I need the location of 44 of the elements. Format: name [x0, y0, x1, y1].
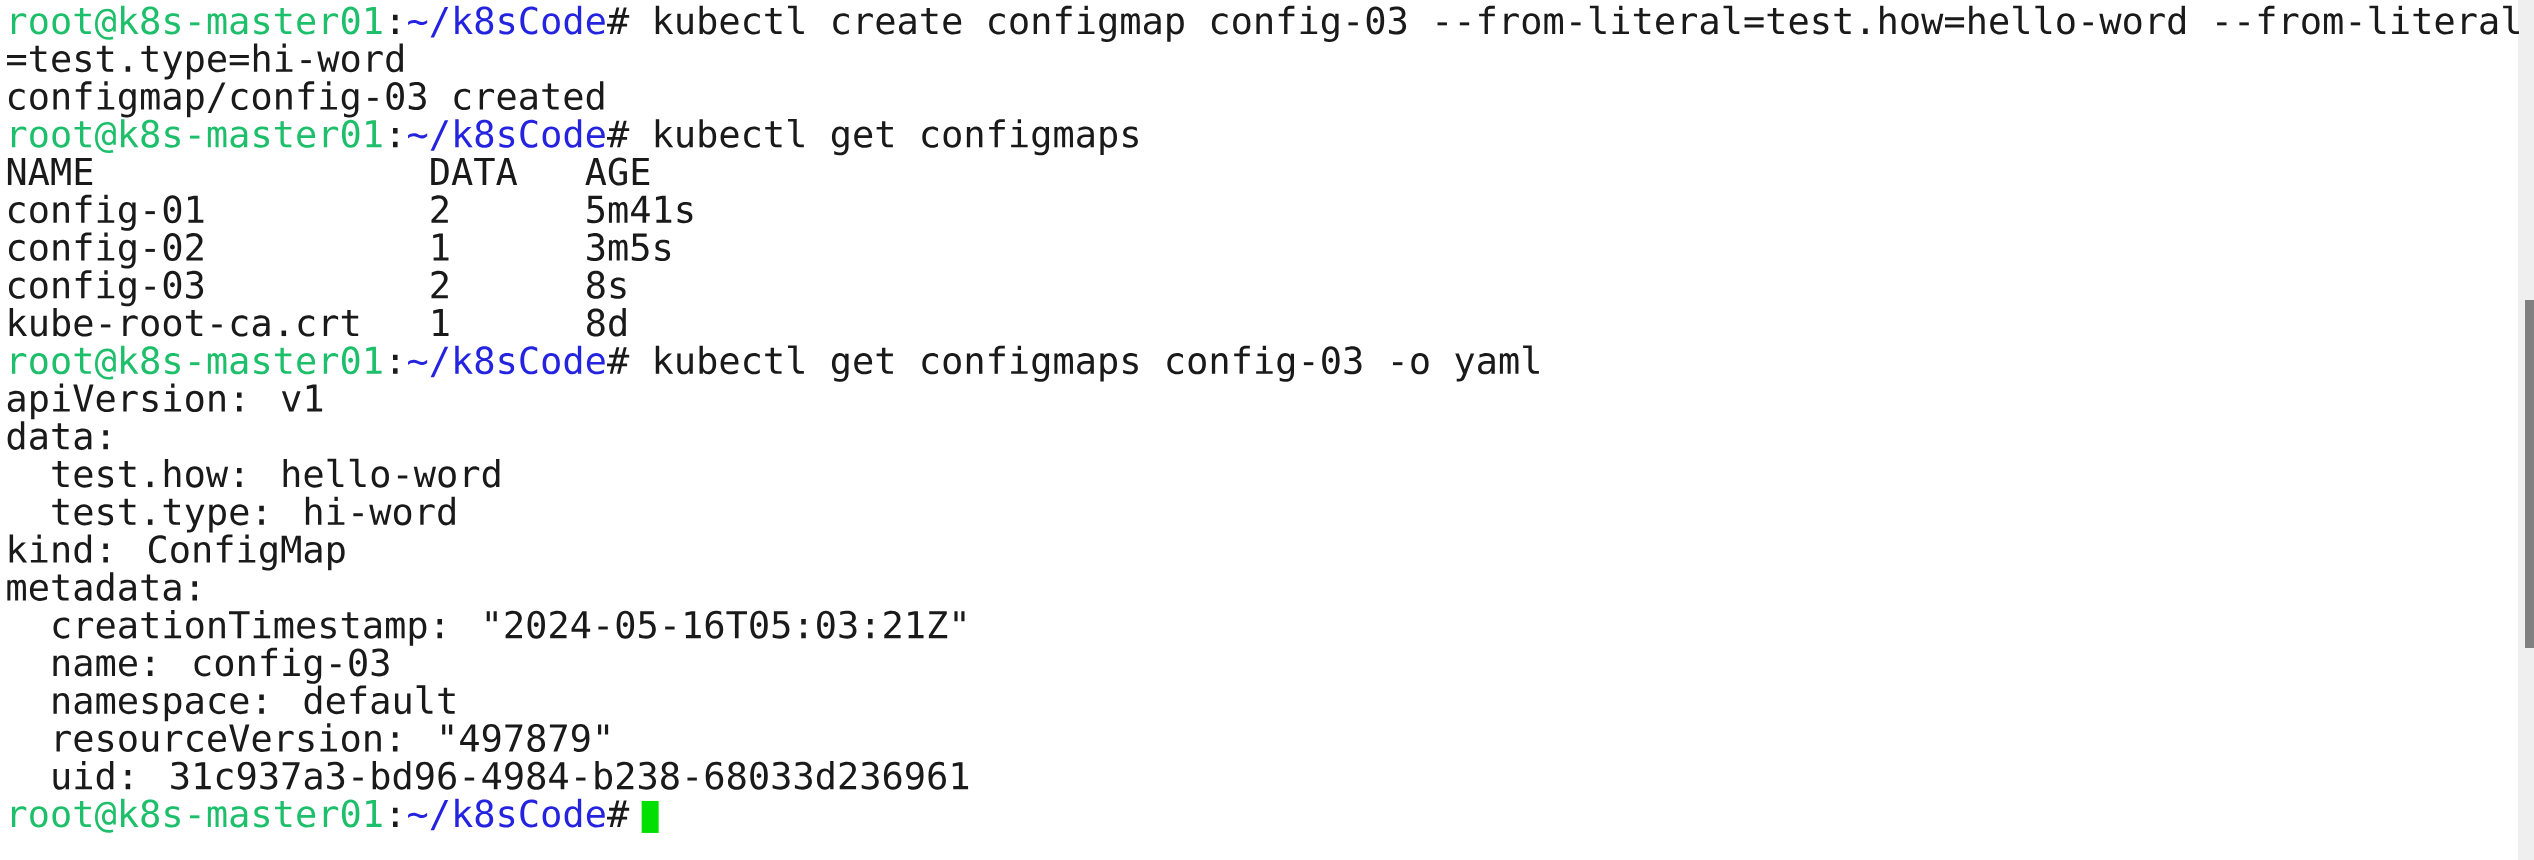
command-text: # — [607, 800, 630, 827]
table-cell: DATA — [431, 158, 518, 185]
table-cell: 1 — [433, 233, 449, 261]
prompt-path: ~/k8sCode — [408, 5, 605, 38]
table-cell: 8s — [587, 270, 626, 299]
output-text: uid: 31c937a3-bd96-4984-b238-68033d236961 — [53, 761, 969, 790]
table-cell: 8d — [587, 307, 626, 337]
command-text: # kubectl get configmaps — [607, 118, 1138, 156]
prompt-path: ~/k8sCode — [408, 798, 605, 831]
table-cell: 5m41s — [587, 195, 693, 224]
table-cell: AGE — [585, 157, 650, 186]
table-cell: config-01 — [8, 194, 204, 231]
command-text: # kubectl get configmaps config-03 -o yaml — [607, 345, 1539, 382]
output-text: configmap/config-03 created — [8, 81, 604, 118]
prompt-separator: : — [393, 354, 398, 374]
table-cell: NAME — [7, 158, 93, 185]
prompt-path: ~/k8sCode — [408, 345, 605, 378]
prompt-user: root@k8s-master01 — [11, 345, 382, 380]
prompt-user: root@k8s-master01 — [11, 5, 382, 40]
output-text: resourceVersion: "497879" — [56, 723, 609, 752]
output-text: metadata: — [7, 572, 197, 601]
output-text: =test.type=hi-word — [7, 43, 403, 80]
table-cell: config-03 — [8, 270, 204, 307]
prompt-separator: : — [393, 128, 398, 148]
table-cell: config-02 — [8, 232, 203, 269]
table-cell: 3m5s — [587, 233, 671, 262]
output-text: kind: ConfigMap — [9, 534, 345, 571]
output-text: apiVersion: v1 — [7, 383, 323, 420]
output-text: test.type: hi-word — [52, 496, 455, 533]
output-text: data: — [7, 421, 108, 450]
output-text: test.how: hello-word — [52, 458, 500, 488]
table-cell: 2 — [431, 195, 448, 223]
table-cell: kube-root-ca.crt — [9, 307, 359, 337]
prompt-separator: : — [393, 807, 398, 827]
prompt-path: ~/k8sCode — [408, 119, 605, 151]
table-cell: 2 — [431, 270, 448, 299]
command-text: # kubectl create configmap config-03 --from-literal=test.how=hello-word --from-literal — [607, 5, 2519, 42]
output-text: name: config-03 — [53, 647, 389, 684]
output-text: creationTimestamp: "2024-05-16T05:03:21Z" — [53, 610, 965, 646]
table-cell: 1 — [433, 309, 449, 337]
prompt-user: root@k8s-master01 — [11, 119, 382, 154]
output-text: namespace: default — [53, 685, 455, 722]
prompt-separator: : — [393, 14, 398, 34]
prompt-user: root@k8s-master01 — [11, 798, 382, 833]
